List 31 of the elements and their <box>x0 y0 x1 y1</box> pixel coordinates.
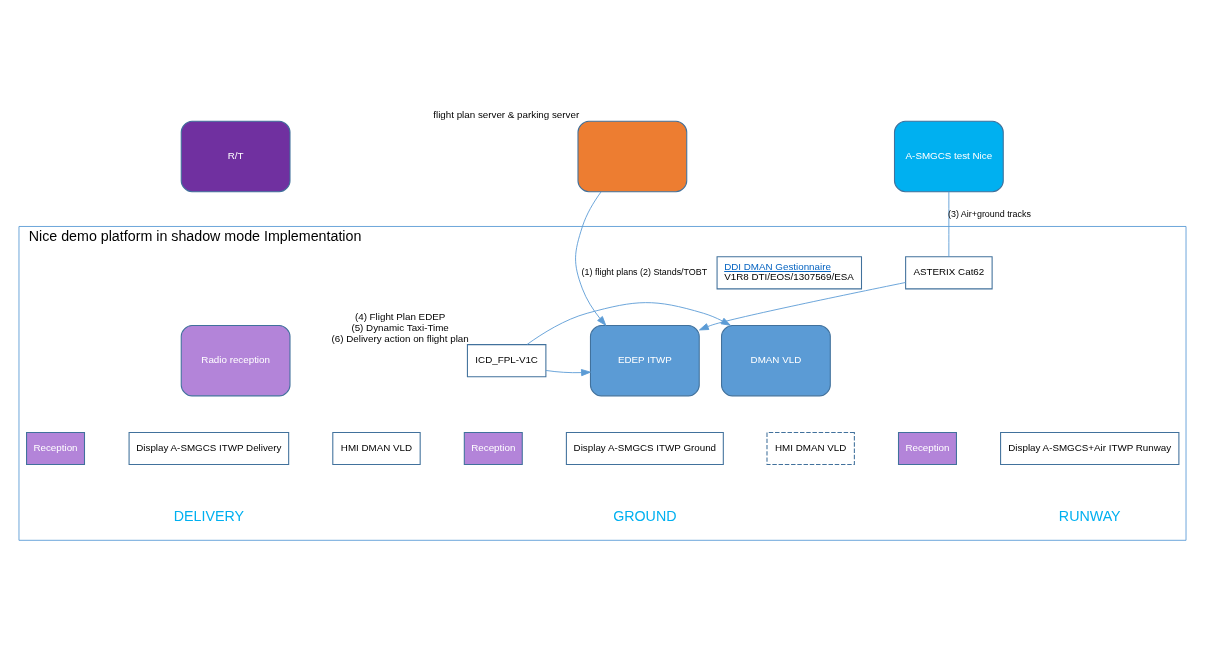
node-box: A-SMGCS test Nice <box>893 120 1004 192</box>
node-box: HMI DMAN VLD <box>332 431 421 465</box>
node-box: DDI DMAN Gestionnaire V1R8 DTI/EOS/1307569/ESA <box>716 255 863 289</box>
node-box: DMAN VLD <box>721 324 831 396</box>
node-box <box>577 120 688 192</box>
node-box: EDEP ITWP <box>589 324 700 396</box>
node-box: Reception <box>463 431 523 465</box>
arrow <box>575 191 607 326</box>
label: RUNWAY <box>1058 507 1121 524</box>
node-label: flight plan server & parking server <box>433 108 580 120</box>
node-label: (4) Flight Plan EDEP <box>354 310 446 322</box>
node-box: ASTERIX Cat62 <box>905 255 993 289</box>
node-box: ICD_FPL-V1C <box>466 343 547 377</box>
node-label: (6) Delivery action on flight plan <box>331 332 469 344</box>
node-box: HMI DMAN VLD <box>766 431 855 465</box>
node-label: (5) Dynamic Taxi-Time <box>351 321 449 333</box>
connector <box>948 190 950 257</box>
label: GROUND <box>613 507 677 524</box>
node-box: Display A-SMGCS ITWP Delivery <box>128 431 290 465</box>
node-box: R/T <box>180 120 291 192</box>
arrow <box>699 281 906 330</box>
node-box: Reception <box>26 431 86 465</box>
node-box: Reception <box>897 431 957 465</box>
node-box: Radio reception <box>180 324 291 396</box>
arrow <box>545 368 591 376</box>
node-box: Display A-SMGCS ITWP Ground <box>565 431 724 465</box>
edge-label: (1) flight plans (2) Stands/TOBT <box>581 266 708 277</box>
label: DELIVERY <box>173 507 244 524</box>
arrow <box>526 301 731 345</box>
edge-label: (3) Air+ground tracks <box>947 208 1031 219</box>
node-box: Display A-SMGCS+Air ITWP Runway <box>1000 431 1180 465</box>
